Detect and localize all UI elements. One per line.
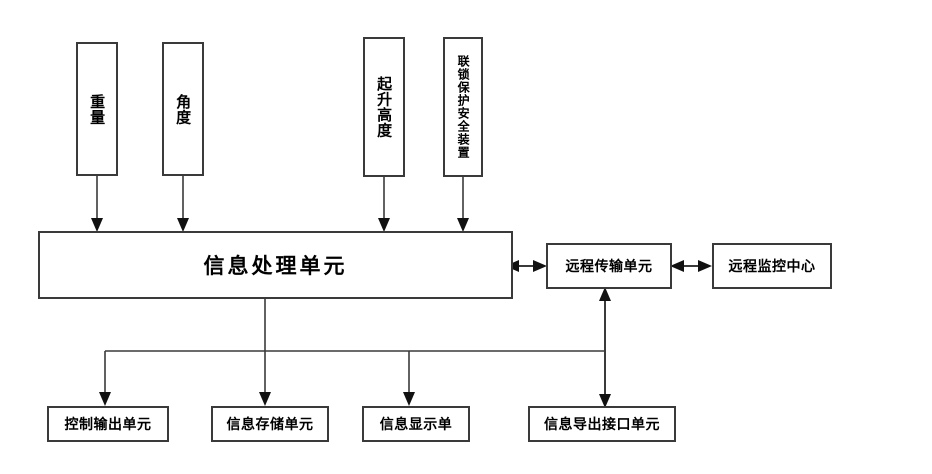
- sensor-box-lift-height[interactable]: 起升高度: [363, 37, 405, 177]
- label-info-storage-unit: 信息存储单元: [226, 417, 314, 433]
- arrowhead-control-output: [99, 392, 111, 406]
- node-info-processing-unit[interactable]: 信息处理单元: [38, 231, 513, 299]
- arrowhead-angle: [177, 218, 189, 232]
- node-control-output-unit[interactable]: 控制输出单元: [47, 406, 169, 442]
- arrowhead-monitoring-right: [698, 260, 712, 272]
- arrowhead-info-storage: [259, 392, 271, 406]
- node-info-export-interface-unit[interactable]: 信息导出接口单元: [528, 406, 676, 442]
- label-info-display-unit: 信息显示单: [379, 417, 453, 433]
- arrowhead-remote-transmission-right: [533, 260, 547, 272]
- arrowhead-lift-height: [378, 218, 390, 232]
- sensor-label-lift-height: 起升高度: [375, 76, 394, 138]
- label-remote-monitoring-center: 远程监控中心: [728, 259, 816, 275]
- sensor-label-angle: 角度: [174, 93, 193, 125]
- label-info-export-interface-unit: 信息导出接口单元: [544, 417, 660, 433]
- label-info-processing-unit: 信息处理单元: [203, 254, 348, 278]
- sensor-label-interlock-safety: 联锁保护安全装置: [456, 55, 471, 159]
- sensor-box-weight[interactable]: 重量: [76, 42, 118, 176]
- label-control-output-unit: 控制输出单元: [64, 417, 152, 433]
- sensor-box-interlock-safety[interactable]: 联锁保护安全装置: [443, 37, 483, 177]
- node-remote-transmission-unit[interactable]: 远程传输单元: [546, 243, 672, 289]
- arrowhead-interlock: [457, 218, 469, 232]
- sensor-label-weight: 重量: [88, 93, 107, 125]
- arrowhead-export-up: [599, 287, 611, 301]
- arrowhead-weight: [91, 218, 103, 232]
- label-remote-transmission-unit: 远程传输单元: [565, 259, 653, 275]
- node-info-display-unit[interactable]: 信息显示单: [362, 406, 470, 442]
- arrowhead-transmission-left: [670, 260, 684, 272]
- node-remote-monitoring-center[interactable]: 远程监控中心: [712, 243, 832, 289]
- sensor-box-angle[interactable]: 角度: [162, 42, 204, 176]
- node-info-storage-unit[interactable]: 信息存储单元: [211, 406, 329, 442]
- arrowhead-info-display: [403, 392, 415, 406]
